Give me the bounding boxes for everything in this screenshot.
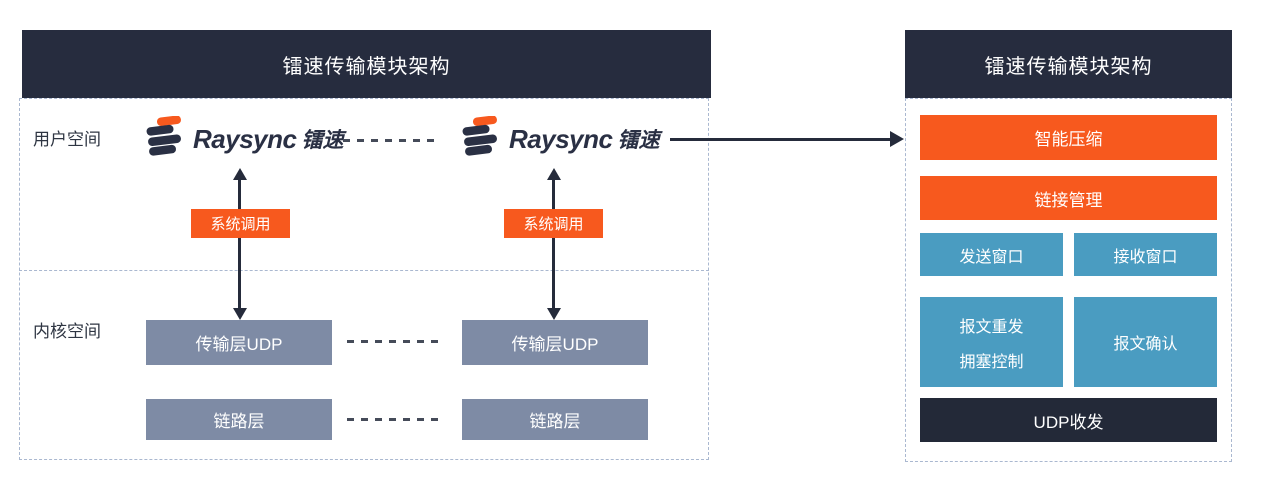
raysync-wordmark: Raysync bbox=[193, 123, 297, 154]
kernel-space-label: 内核空间 bbox=[33, 322, 101, 341]
udp-io-box: UDP收发 bbox=[920, 398, 1217, 442]
retransmit-label: 报文重发 bbox=[959, 318, 1024, 336]
transport-udp-box-1: 传输层UDP bbox=[146, 320, 332, 365]
linklayer-dashed-connector bbox=[347, 418, 443, 421]
arrow-right-icon bbox=[890, 131, 904, 147]
logos-dashed-connector bbox=[343, 139, 439, 142]
right-panel-dashed-container bbox=[905, 98, 1232, 462]
user-space-label: 用户空间 bbox=[33, 130, 101, 149]
packet-ack-box: 报文确认 bbox=[1074, 297, 1217, 387]
syscall-badge-1: 系统调用 bbox=[191, 209, 290, 238]
receive-window-box: 接收窗口 bbox=[1074, 233, 1217, 276]
raysync-wordmark-cn: 镭速 bbox=[301, 129, 344, 152]
raysync-node-2: Raysync 镭速 bbox=[462, 115, 660, 162]
raysync-wordmark-cn: 镭速 bbox=[617, 129, 660, 152]
double-headed-vertical-arrow bbox=[232, 168, 247, 320]
panel-link-arrow-line bbox=[670, 138, 892, 141]
raysync-logo-icon bbox=[146, 115, 182, 162]
link-management-box: 链接管理 bbox=[920, 176, 1217, 220]
send-window-box: 发送窗口 bbox=[920, 233, 1063, 276]
link-layer-box-1: 链路层 bbox=[146, 399, 332, 440]
transport-udp-box-2: 传输层UDP bbox=[462, 320, 648, 365]
link-layer-box-2: 链路层 bbox=[462, 399, 648, 440]
transport-dashed-connector bbox=[347, 340, 443, 343]
raysync-node-1: Raysync 镭速 bbox=[146, 115, 344, 162]
user-kernel-divider bbox=[19, 270, 709, 271]
raysync-wordmark: Raysync bbox=[509, 123, 613, 154]
left-panel-title: 镭速传输模块架构 bbox=[22, 30, 711, 98]
left-panel-dashed-container bbox=[19, 98, 709, 460]
double-headed-vertical-arrow bbox=[546, 168, 561, 320]
smart-compression-box: 智能压缩 bbox=[920, 115, 1217, 160]
retransmit-congestion-box: 报文重发 拥塞控制 bbox=[920, 297, 1063, 387]
syscall-badge-2: 系统调用 bbox=[504, 209, 603, 238]
raysync-logo-icon bbox=[462, 115, 498, 162]
congestion-label: 拥塞控制 bbox=[959, 353, 1024, 371]
right-panel-title: 镭速传输模块架构 bbox=[905, 30, 1232, 98]
